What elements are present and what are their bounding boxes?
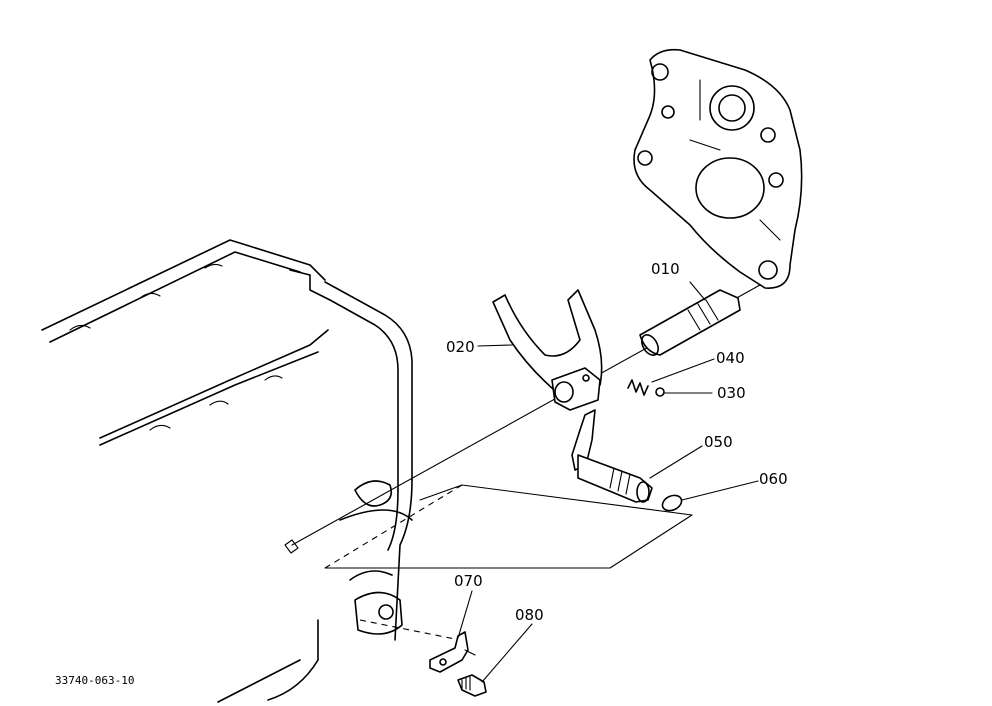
label-020: 020 <box>446 338 475 356</box>
part-040-spring <box>627 379 649 396</box>
label-080: 080 <box>515 606 544 624</box>
label-050: 050 <box>704 433 733 451</box>
part-080-bolt <box>457 674 487 697</box>
part-030-ball <box>655 387 665 397</box>
label-030: 030 <box>717 384 746 402</box>
leader-lines <box>457 281 759 683</box>
figure-reference-number: 33740-063-10 <box>55 674 134 687</box>
label-040: 040 <box>716 349 745 367</box>
assembly-outline <box>324 484 693 641</box>
part-020-shift-fork <box>492 289 603 411</box>
label-010: 010 <box>651 260 680 278</box>
part-060-o-ring <box>661 494 683 512</box>
part-070-bracket <box>429 631 476 673</box>
label-070: 070 <box>454 572 483 590</box>
part-050-shift-arm <box>571 409 653 503</box>
cover-plate <box>633 48 803 289</box>
transmission-case <box>41 239 413 703</box>
label-060: 060 <box>759 470 788 488</box>
part-010-shift-rod <box>639 289 741 356</box>
